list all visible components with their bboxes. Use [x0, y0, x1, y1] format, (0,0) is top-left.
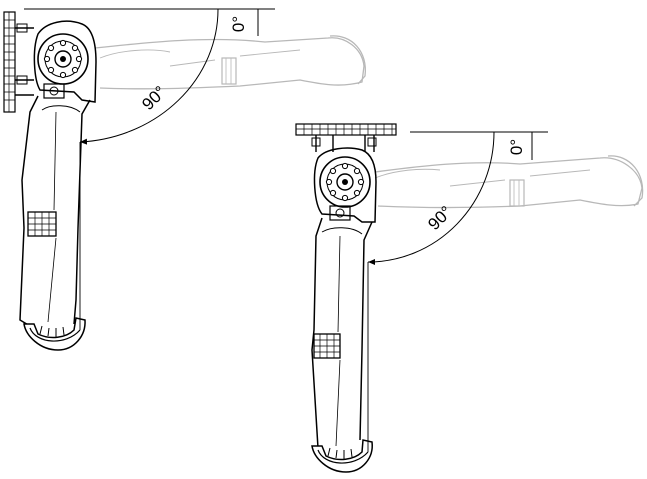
wall-hanging-arm: [19, 95, 91, 351]
ceiling-mount-view: 0° 90°: [295, 123, 644, 473]
ceiling-rotation-guides: [367, 131, 548, 452]
wall-plate: [3, 11, 34, 113]
ghost-arm-horizontal-ceiling: [374, 155, 644, 209]
ceiling-start-angle-label: 0°: [507, 139, 526, 155]
wall-start-angle-label: 0°: [229, 16, 248, 32]
wall-motor-head: [33, 20, 97, 103]
wall-end-angle-label: 90°: [138, 82, 170, 114]
ghost-arm-horizontal: [94, 35, 366, 90]
wall-rotation-guides: [24, 8, 275, 330]
ceiling-plate: [295, 123, 397, 152]
ceiling-hanging-arm: [311, 217, 373, 473]
wall-mount-view: 0° 90°: [3, 8, 366, 351]
ceiling-motor-head: [313, 147, 377, 223]
